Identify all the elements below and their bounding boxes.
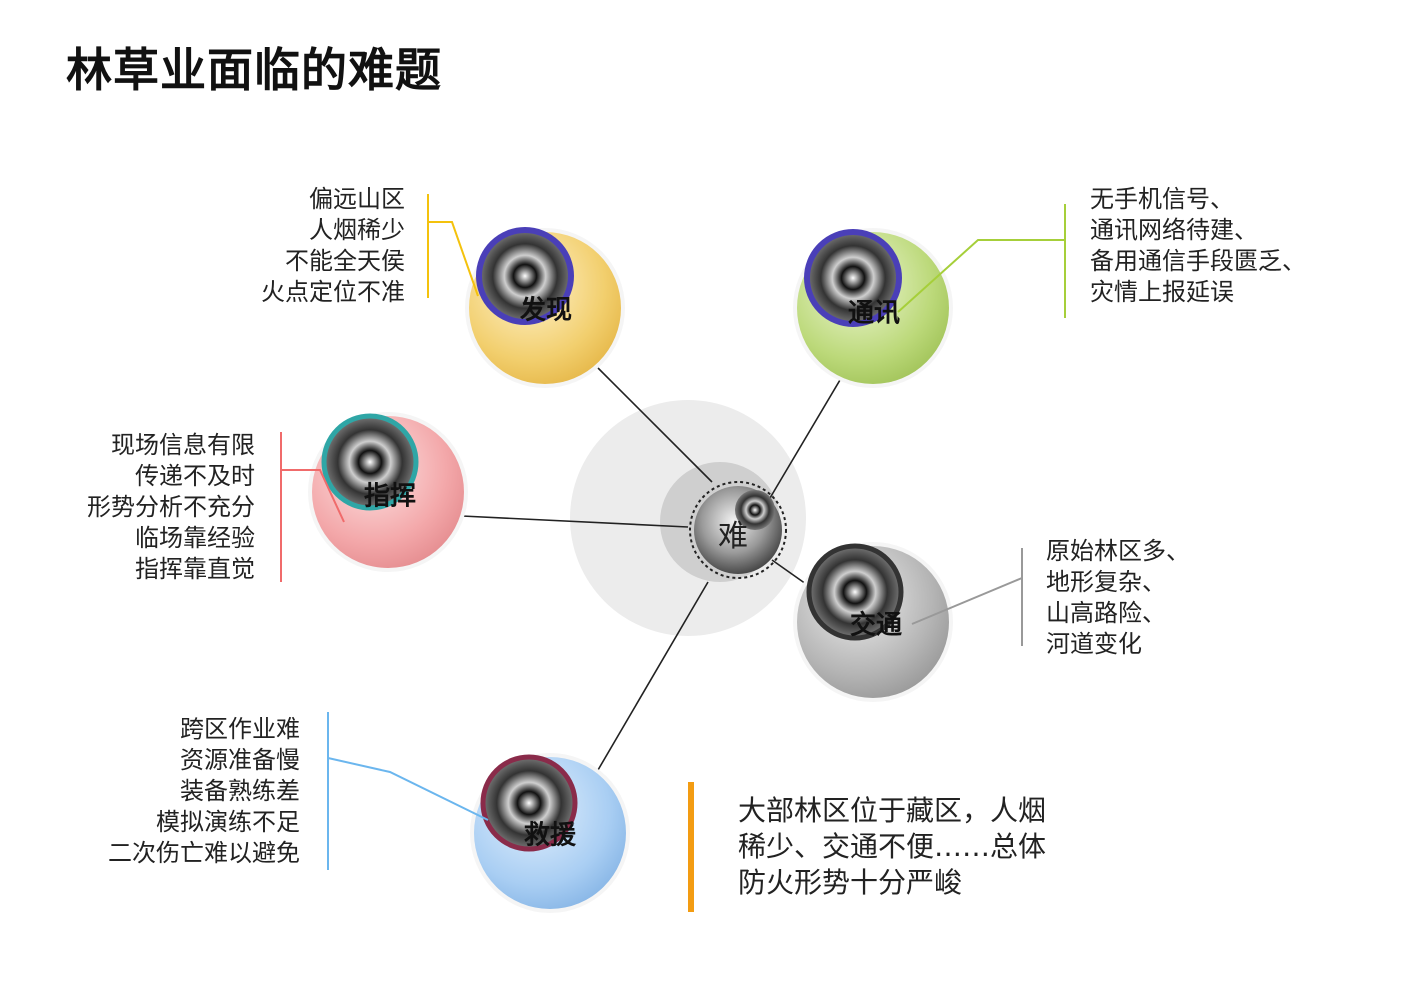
- comm-note-line: 通讯网络待建、: [1090, 216, 1258, 244]
- connector-discover: [597, 367, 713, 483]
- traffic-eye-icon: [806, 543, 904, 641]
- center-dotted-ring: [689, 481, 787, 579]
- summary-text: 大部林区位于藏区，人烟 稀少、交通不便……总体 防火形势十分严峻: [738, 793, 1046, 901]
- rescue-note-line: 二次伤亡难以避免: [108, 839, 300, 867]
- summary-accent-bar: [688, 782, 694, 912]
- traffic-note-line: 山高路险、: [1046, 599, 1166, 627]
- comm-notes: 无手机信号、 通讯网络待建、 备用通信手段匮乏、 灾情上报延误: [1090, 184, 1306, 308]
- command-note-line: 临场靠经验: [135, 524, 255, 552]
- center-eye-icon: [735, 490, 775, 530]
- comm-note-line: 无手机信号、: [1090, 185, 1234, 213]
- command-note-line: 指挥靠直觉: [135, 555, 255, 583]
- rescue-notes: 跨区作业难 资源准备慢 装备熟练差 模拟演练不足 二次伤亡难以避免: [108, 714, 300, 869]
- summary-line: 稀少、交通不便……总体: [738, 830, 1047, 863]
- comm-note-line: 备用通信手段匮乏、: [1090, 247, 1306, 275]
- discover-note-line: 人烟稀少: [309, 216, 405, 244]
- comm-leader: [897, 239, 1065, 313]
- comm-eye-icon: [804, 229, 902, 327]
- traffic-label: 交通: [849, 610, 903, 641]
- rescue-leader: [327, 757, 489, 821]
- traffic-note-line: 地形复杂、: [1046, 568, 1166, 596]
- discover-note-line: 不能全天侯: [285, 247, 405, 275]
- rescue-eye-icon: [480, 754, 578, 852]
- discover-note-line: 火点定位不准: [261, 278, 405, 306]
- connector-rescue: [597, 581, 709, 771]
- summary-line: 大部林区位于藏区，人烟: [738, 794, 1047, 827]
- discover-note-line: 偏远山区: [309, 185, 405, 213]
- comm-label: 通讯: [847, 298, 901, 329]
- discover-eye-icon: [476, 227, 574, 325]
- connector-traffic: [771, 559, 807, 585]
- command-eye-icon: [321, 413, 419, 511]
- rescue-note-line: 模拟演练不足: [156, 808, 300, 836]
- traffic-note-line: 原始林区多、: [1046, 537, 1190, 565]
- traffic-notes: 原始林区多、 地形复杂、 山高路险、 河道变化: [1046, 536, 1190, 660]
- command-notes: 现场信息有限 传递不及时 形势分析不充分 临场靠经验 指挥靠直觉: [87, 430, 255, 585]
- command-note-line: 传递不及时: [135, 462, 255, 490]
- command-note-line: 现场信息有限: [111, 431, 255, 459]
- rescue-note-line: 资源准备慢: [180, 746, 300, 774]
- connector-comm: [769, 379, 841, 499]
- command-note-line: 形势分析不充分: [87, 493, 255, 521]
- discover-leader: [428, 221, 479, 297]
- traffic-leader: [911, 577, 1023, 625]
- discover-label: 发现: [519, 295, 573, 326]
- discover-notes: 偏远山区 人烟稀少 不能全天侯 火点定位不准: [261, 184, 405, 308]
- connector-command: [461, 515, 689, 528]
- center-label: 难: [718, 519, 748, 554]
- command-leader: [281, 469, 345, 523]
- command-label: 指挥: [363, 481, 417, 512]
- page-title: 林草业面临的难题: [66, 43, 442, 97]
- rescue-note-line: 装备熟练差: [180, 777, 300, 805]
- comm-note-line: 灾情上报延误: [1090, 278, 1234, 306]
- summary-line: 防火形势十分严峻: [738, 866, 963, 899]
- rescue-note-line: 跨区作业难: [180, 715, 300, 743]
- rescue-label: 救援: [523, 820, 577, 851]
- traffic-note-line: 河道变化: [1046, 630, 1142, 658]
